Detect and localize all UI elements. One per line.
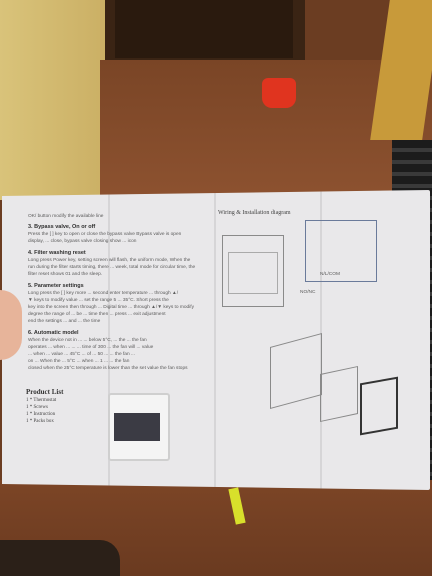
automatic-heading: 6. Automatic model (28, 330, 79, 336)
filter-text-3: filter reset shows 01 and the sleep. (28, 272, 103, 277)
parameter-text-3: key into the screen then through ... Dig… (28, 305, 195, 310)
wiring-diagram-title: Wiring & Installation diagram (218, 210, 291, 216)
manual-intro: OK/ button modify the available line (28, 214, 104, 219)
circuit-diagram (305, 220, 377, 282)
red-cup (262, 78, 296, 108)
product-list-heading: Product List (26, 388, 64, 396)
paper-fold (108, 190, 110, 490)
mounting-plate-diagram (320, 365, 358, 423)
instruction-sheet (2, 190, 430, 490)
paper-fold (320, 190, 322, 490)
automatic-text-4: on ... When the ... 5°C ... when ... 1 .… (28, 359, 130, 364)
automatic-text-2: operates ... when ... ... ... time of 30… (28, 345, 154, 350)
automatic-text-5: closed when the 25°C temperature is lowe… (28, 366, 188, 371)
automatic-text-3: ... when ... value ... 45°C ... of ... 5… (28, 352, 135, 357)
filter-heading: 4. Filter washing reset (28, 250, 86, 256)
shelf (370, 0, 432, 140)
filter-text-2: run during the filter starts timing, the… (28, 265, 196, 270)
wiring-label-2: N/L/COM (320, 272, 340, 277)
parameter-text-4: degree the range of ... be ... time then… (28, 312, 166, 317)
dark-object (0, 540, 120, 576)
filter-text-1: Long press Power key, setting screen wil… (28, 258, 191, 263)
front-panel-diagram (360, 376, 398, 436)
doorway-inner (115, 0, 293, 58)
hand (0, 290, 22, 360)
thermostat-screen (114, 413, 160, 441)
parameter-text-2: ▼ keys to modify value ... set the range… (28, 298, 169, 303)
automatic-text-1: When the device not in ... ... below 5°C… (28, 338, 147, 343)
parameter-text-1: Long press the [ ] key more ... second e… (28, 291, 179, 296)
product-item: 1 * Screws (26, 405, 48, 410)
paper-fold (214, 190, 216, 490)
bypass-text-1: Press the [ ] key to open or close the b… (28, 232, 182, 237)
thermostat-wiring-back (222, 235, 284, 307)
terminal-block (228, 252, 278, 294)
product-item: 1 * Packs box (26, 419, 54, 424)
bypass-heading: 3. Bypass valve, On or off (28, 224, 96, 230)
product-item: 1 * Instruction (26, 412, 56, 417)
wiring-label-1: NO/NC (300, 290, 316, 295)
parameter-heading: 5. Parameter settings (28, 283, 84, 289)
product-item: 1 * Thermostat (26, 398, 57, 403)
parameter-text-5: end the settings ... and ... the time (28, 319, 101, 324)
bypass-text-2: display, ... close, bypass valve closing… (28, 239, 137, 244)
